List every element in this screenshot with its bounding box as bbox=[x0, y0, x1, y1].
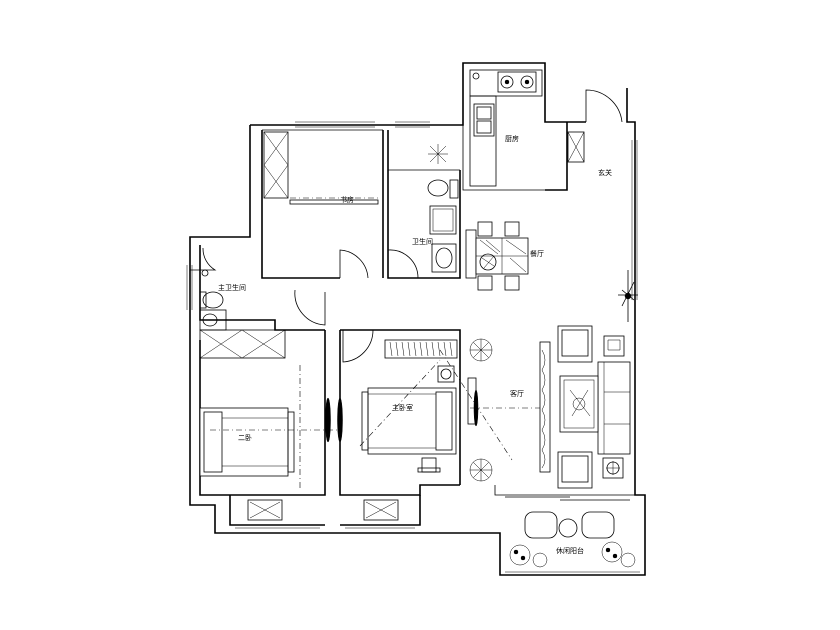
toilet-icon bbox=[199, 291, 224, 309]
wash-basin-icon bbox=[431, 243, 457, 273]
public-bath-area bbox=[427, 144, 459, 273]
dining-table-icon bbox=[475, 237, 529, 275]
stove-icon bbox=[497, 71, 537, 93]
bench-icon bbox=[247, 499, 399, 521]
wardrobe-icon bbox=[199, 329, 286, 359]
second-bedroom-area bbox=[199, 329, 340, 490]
wardrobe-icon bbox=[384, 339, 458, 359]
side-table-icon bbox=[602, 457, 624, 479]
kitchen-sink-icon bbox=[473, 103, 495, 137]
armchair-icon bbox=[557, 451, 593, 489]
dining-area bbox=[465, 221, 529, 291]
bed-icon bbox=[199, 407, 295, 477]
label-study: 书房 bbox=[340, 195, 354, 204]
plant-icon bbox=[469, 458, 493, 482]
fridge-icon bbox=[567, 131, 585, 163]
shower-icon bbox=[429, 205, 457, 235]
label-entrance: 玄关 bbox=[598, 168, 612, 177]
study-area bbox=[263, 131, 380, 205]
chair-icon bbox=[417, 457, 441, 473]
sofa-icon bbox=[597, 361, 631, 455]
living-room-area bbox=[539, 325, 631, 489]
plant-icon bbox=[618, 270, 638, 322]
coffee-table-icon bbox=[559, 375, 599, 433]
master-bedroom-area bbox=[359, 339, 513, 473]
toilet-icon bbox=[427, 179, 459, 199]
label-balcony: 休闲阳台 bbox=[556, 546, 584, 555]
windows bbox=[186, 121, 640, 573]
label-master-bath: 主卫生间 bbox=[218, 283, 246, 292]
label-kitchen: 厨房 bbox=[505, 134, 519, 143]
lounge-chair-icon bbox=[524, 511, 615, 539]
nightstand-icon bbox=[437, 365, 455, 383]
dining-chair-icon bbox=[477, 221, 520, 291]
label-dining: 餐厅 bbox=[530, 249, 544, 258]
label-master-bedroom: 主卧室 bbox=[392, 403, 413, 412]
balcony-area bbox=[509, 511, 636, 568]
rug-icon bbox=[539, 341, 551, 473]
master-bath-area bbox=[199, 269, 227, 331]
side-table-icon bbox=[603, 335, 625, 357]
label-second-bedroom: 二卧 bbox=[238, 434, 252, 442]
plant-icon bbox=[469, 338, 493, 362]
kitchen-area bbox=[469, 69, 585, 187]
exterior-walls bbox=[189, 62, 646, 576]
label-living: 客厅 bbox=[510, 389, 524, 398]
flowers-icon bbox=[509, 541, 636, 568]
bed-icon bbox=[361, 387, 457, 455]
armchair-icon bbox=[557, 325, 593, 363]
label-public-bath: 卫生间 bbox=[412, 237, 433, 246]
doors bbox=[190, 89, 630, 501]
wardrobe-icon bbox=[263, 131, 289, 199]
